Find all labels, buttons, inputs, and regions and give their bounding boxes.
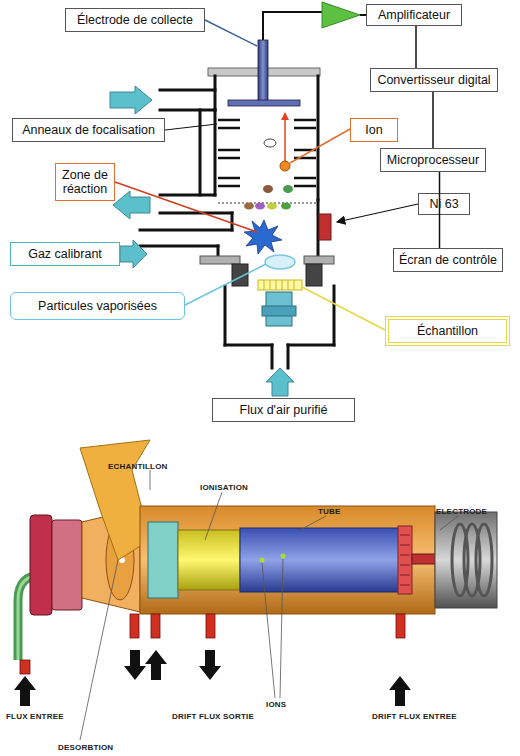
callout-box: Électrode de collecte bbox=[65, 8, 205, 32]
node-text: Particules vaporisées bbox=[38, 299, 157, 313]
part-label: DRIFT FLUX ENTREE bbox=[372, 712, 457, 721]
node-text: Écran de contrôle bbox=[399, 253, 497, 267]
node-text: Anneaux de focalisation bbox=[22, 123, 155, 137]
callout-box: Particules vaporisées bbox=[10, 292, 185, 320]
node-text: Convertisseur digital bbox=[377, 73, 490, 87]
node-text: Électrode de collecte bbox=[77, 13, 193, 27]
process-box: Microprocesseur bbox=[380, 148, 486, 172]
part-label: FLUX ENTREE bbox=[6, 712, 64, 721]
callout-box: Ion bbox=[350, 118, 398, 142]
part-label: ELECTRODE bbox=[436, 507, 487, 516]
part-label: DRIFT FLUX SORTIE bbox=[172, 712, 254, 721]
signal-wire bbox=[432, 92, 434, 148]
node-text: Ni 63 bbox=[429, 197, 458, 211]
gas-inlet-box: Gaz calibrant bbox=[10, 242, 120, 266]
process-box: Convertisseur digital bbox=[370, 68, 498, 92]
part-label: IONS bbox=[266, 700, 286, 709]
callout-box: Zone de réaction bbox=[55, 163, 115, 201]
node-text: Flux d'air purifié bbox=[240, 403, 328, 417]
node-text: Zone de réaction bbox=[59, 168, 111, 197]
callout-box: Ni 63 bbox=[418, 193, 470, 215]
callout-box: Anneaux de focalisation bbox=[12, 118, 165, 142]
part-label: ECHANTILLON bbox=[108, 462, 168, 471]
callout-box: Échantillon bbox=[385, 316, 510, 346]
part-label: TUBE bbox=[318, 507, 341, 516]
amplifier-box: Amplificateur bbox=[366, 4, 462, 26]
signal-wire bbox=[415, 26, 417, 68]
display-box: Écran de contrôle bbox=[393, 248, 503, 272]
node-text: Échantillon bbox=[417, 324, 478, 338]
node-text: Gaz calibrant bbox=[28, 247, 102, 261]
flow-box: Flux d'air purifié bbox=[212, 398, 355, 422]
node-text: Amplificateur bbox=[378, 8, 450, 22]
part-label: IONISATION bbox=[200, 483, 248, 492]
part-label: DESORBTION bbox=[58, 743, 113, 752]
node-text: Microprocesseur bbox=[387, 153, 479, 167]
node-text: Ion bbox=[365, 123, 382, 137]
